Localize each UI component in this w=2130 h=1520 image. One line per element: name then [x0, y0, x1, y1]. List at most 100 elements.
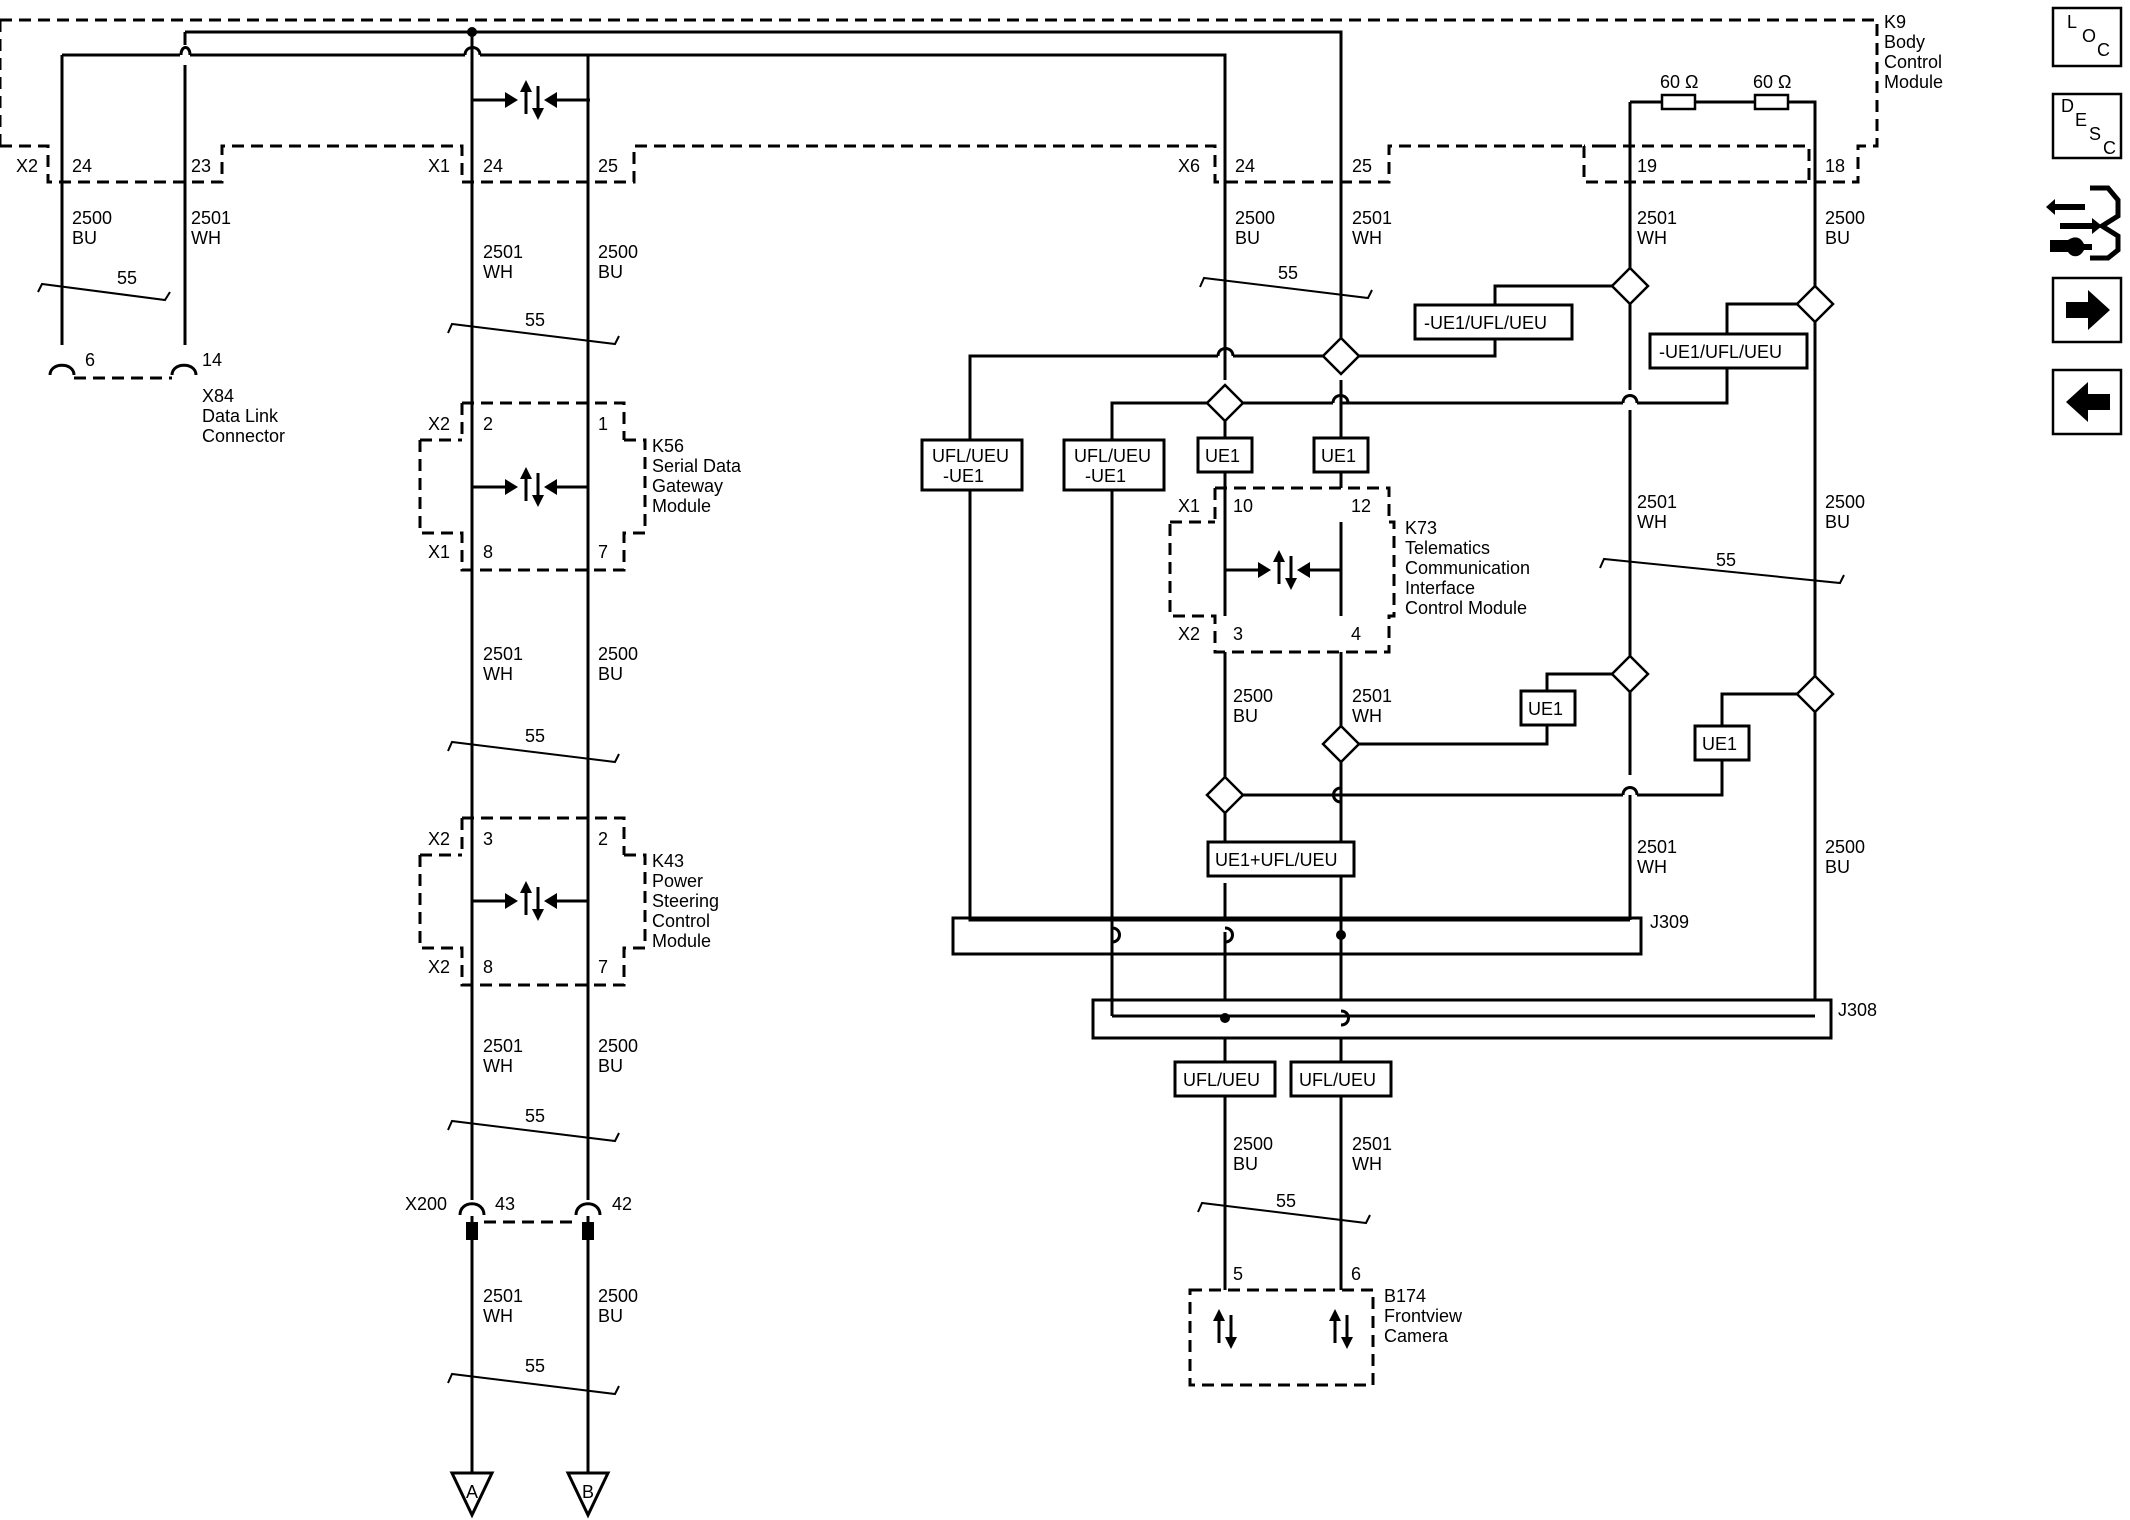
- k9-ref: K9: [1884, 12, 1906, 32]
- svg-text:2: 2: [598, 829, 608, 849]
- right-serial-network: 2500 BU 2501 WH 55 2501 WH 2500 BU -UE1/…: [920, 146, 1877, 1387]
- svg-text:X6: X6: [1178, 156, 1200, 176]
- svg-text:K56: K56: [652, 436, 684, 456]
- svg-text:J308: J308: [1838, 1000, 1877, 1020]
- svg-text:2500: 2500: [1233, 686, 1273, 706]
- svg-text:12: 12: [1351, 496, 1371, 516]
- svg-text:WH: WH: [483, 262, 513, 282]
- left-serial-bus: 2501 WH 2500 BU 55 X2 2 1 X1 8 7 K56 Ser…: [405, 32, 742, 1519]
- x200-inline-connector: X200 43 42: [405, 1194, 632, 1240]
- svg-text:Frontview: Frontview: [1384, 1306, 1463, 1326]
- option-box-ufl-ueu-wh: [1289, 1060, 1393, 1098]
- connector-wrench-icon: [2046, 185, 2121, 261]
- svg-text:UE1: UE1: [1205, 446, 1240, 466]
- svg-text:2500: 2500: [598, 1036, 638, 1056]
- b174-frontview-camera: [1188, 1288, 1375, 1387]
- svg-text:BU: BU: [72, 228, 97, 248]
- svg-text:UE1: UE1: [1528, 699, 1563, 719]
- svg-text:55: 55: [525, 726, 545, 746]
- svg-text:55: 55: [1276, 1191, 1296, 1211]
- svg-text:55: 55: [525, 310, 545, 330]
- offpage-b-icon: B: [565, 1471, 611, 1519]
- svg-text:X1: X1: [1178, 496, 1200, 516]
- svg-text:WH: WH: [1352, 228, 1382, 248]
- option-box-ufl-ueu-bu: [1173, 1060, 1277, 1098]
- svg-text:BU: BU: [1825, 857, 1850, 877]
- k43-serial-arrows-icon: [472, 881, 588, 921]
- svg-text:8: 8: [483, 957, 493, 977]
- svg-text:WH: WH: [1637, 228, 1667, 248]
- svg-text:43: 43: [495, 1194, 515, 1214]
- svg-text:3: 3: [483, 829, 493, 849]
- next-page-button[interactable]: [2051, 276, 2123, 344]
- k9-internal-bus-b: [190, 53, 1227, 360]
- k9-internal-bus-c: [472, 30, 1343, 340]
- svg-text:WH: WH: [191, 228, 221, 248]
- svg-text:BU: BU: [598, 1306, 623, 1326]
- svg-text:X2: X2: [1178, 624, 1200, 644]
- svg-text:C: C: [2103, 138, 2116, 158]
- k73-serial-arrows-icon: [1225, 550, 1341, 590]
- connector-view-button[interactable]: [2046, 185, 2121, 261]
- arrow-left-icon: [2066, 382, 2110, 422]
- svg-text:2500: 2500: [598, 1286, 638, 1306]
- svg-text:19: 19: [1637, 156, 1657, 176]
- svg-text:Module: Module: [652, 931, 711, 951]
- svg-text:BU: BU: [598, 1056, 623, 1076]
- svg-text:UFL/UEU: UFL/UEU: [1299, 1070, 1376, 1090]
- svg-text:2500: 2500: [1825, 208, 1865, 228]
- x84-data-link-connector: 2500 BU 2501 WH 55 6 14 X84 Data Link Co…: [37, 208, 285, 446]
- svg-text:WH: WH: [483, 664, 513, 684]
- svg-text:2500: 2500: [1233, 1134, 1273, 1154]
- svg-text:Control: Control: [652, 911, 710, 931]
- desc-button[interactable]: D E S C: [2051, 92, 2123, 160]
- svg-text:X84: X84: [202, 386, 234, 406]
- svg-text:23: 23: [191, 156, 211, 176]
- svg-text:A: A: [466, 1482, 478, 1502]
- svg-text:X1: X1: [428, 542, 450, 562]
- k9-name-2: Control: [1884, 52, 1942, 72]
- option-box-ufl-ueu-neg-ue1-1: [920, 438, 1024, 492]
- svg-text:8: 8: [483, 542, 493, 562]
- svg-text:K43: K43: [652, 851, 684, 871]
- option-box-ufl-ueu-neg-ue1-2: [1062, 438, 1166, 492]
- svg-text:UE1: UE1: [1321, 446, 1356, 466]
- svg-text:WH: WH: [1352, 706, 1382, 726]
- camera-serial-arrows-icon-1: [1213, 1309, 1237, 1349]
- svg-text:Communication: Communication: [1405, 558, 1530, 578]
- svg-text:55: 55: [525, 1106, 545, 1126]
- splice-pack-1: [1610, 266, 1650, 306]
- svg-text:Steering: Steering: [652, 891, 719, 911]
- svg-text:Camera: Camera: [1384, 1326, 1449, 1346]
- svg-text:WH: WH: [1352, 1154, 1382, 1174]
- svg-text:2501: 2501: [1637, 208, 1677, 228]
- option-box-neg-ue1-ufl-ueu-1: [1413, 303, 1574, 341]
- svg-text:BU: BU: [1233, 1154, 1258, 1174]
- offpage-a-icon: A: [449, 1471, 495, 1519]
- svg-text:18: 18: [1825, 156, 1845, 176]
- svg-text:BU: BU: [1825, 228, 1850, 248]
- svg-text:Interface: Interface: [1405, 578, 1475, 598]
- svg-text:55: 55: [1716, 550, 1736, 570]
- loc-button[interactable]: L O C: [2051, 6, 2123, 68]
- previous-page-button[interactable]: [2051, 368, 2123, 436]
- svg-text:X1: X1: [428, 156, 450, 176]
- svg-text:J309: J309: [1650, 912, 1689, 932]
- splice-pack-2: [1795, 284, 1835, 324]
- k9-name-1: Body: [1884, 32, 1925, 52]
- svg-text:Connector: Connector: [202, 426, 285, 446]
- svg-text:2501: 2501: [1352, 208, 1392, 228]
- svg-text:B174: B174: [1384, 1286, 1426, 1306]
- svg-text:25: 25: [1352, 156, 1372, 176]
- resistor-1-label: 60 Ω: [1660, 72, 1698, 92]
- option-box-ue1-mid-1: [1519, 689, 1577, 727]
- svg-text:2500: 2500: [1235, 208, 1275, 228]
- svg-text:2: 2: [483, 414, 493, 434]
- svg-text:WH: WH: [1637, 857, 1667, 877]
- svg-text:B: B: [582, 1482, 594, 1502]
- svg-text:1: 1: [598, 414, 608, 434]
- svg-text:-UE1/UFL/UEU: -UE1/UFL/UEU: [1424, 313, 1547, 333]
- svg-text:2501: 2501: [1352, 1134, 1392, 1154]
- svg-text:4: 4: [1351, 624, 1361, 644]
- svg-text:2500: 2500: [598, 242, 638, 262]
